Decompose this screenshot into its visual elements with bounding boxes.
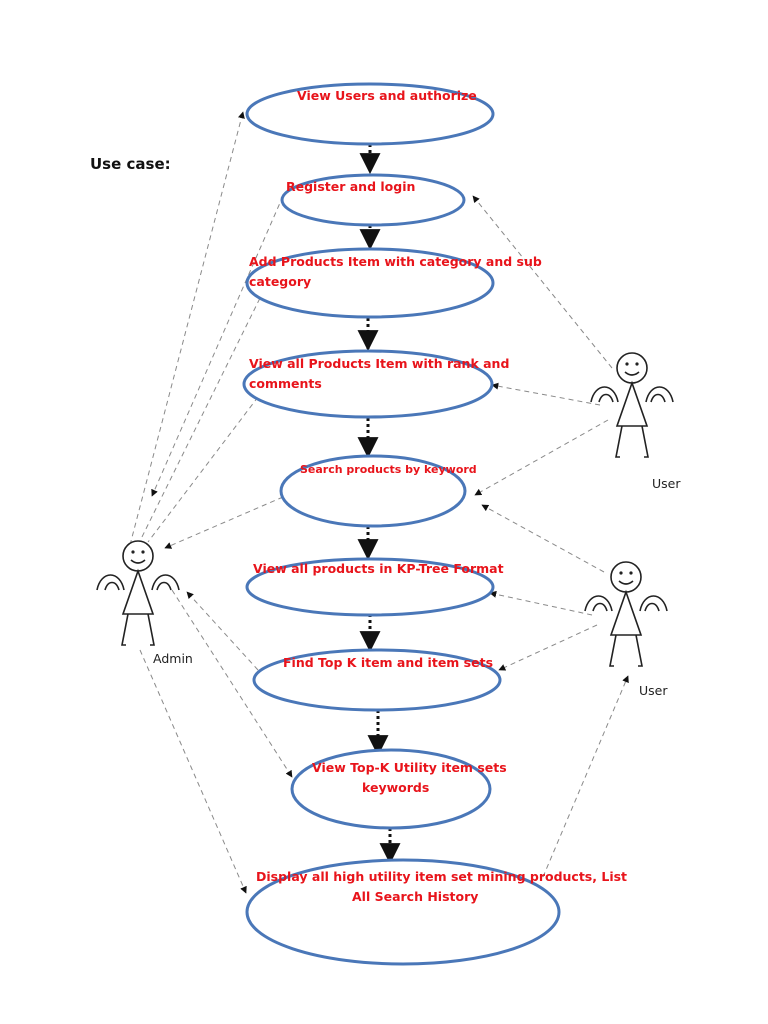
assoc-admin-uc9 — [139, 649, 247, 894]
use-cases: View Users and authorize Register and lo… — [242, 82, 627, 966]
assoc-user1-uc4 — [491, 382, 601, 406]
use-case-label: View all Products Item with rank and — [249, 356, 509, 371]
use-case-label: All Search History — [352, 889, 478, 904]
use-case-uc6[interactable]: View all products in KP-Tree Format — [245, 557, 504, 617]
actor-head — [616, 352, 648, 384]
page-heading: Use case: — [90, 155, 171, 173]
use-case-uc9[interactable]: Display all high utility item set mining… — [245, 858, 627, 966]
assoc-uc5-admin — [164, 496, 284, 549]
use-case-label: View Users and authorize — [297, 88, 477, 103]
assoc-user2-uc6 — [489, 590, 593, 616]
use-case-uc8[interactable]: View Top-K Utility item sets keywords — [290, 748, 507, 830]
assoc-admin-uc7 — [186, 591, 259, 671]
use-case-label: category — [249, 274, 311, 289]
actor-user-bottom[interactable]: User — [584, 561, 668, 698]
use-case-label: Register and login — [286, 179, 415, 194]
use-case-uc4[interactable]: View all Products Item with rank and com… — [242, 349, 509, 419]
use-case-uc2[interactable]: Register and login — [280, 173, 466, 227]
association-lines — [129, 111, 629, 894]
actor-label-user-top: User — [652, 476, 681, 491]
flow-arrows — [357, 144, 401, 865]
use-case-label: keywords — [362, 780, 429, 795]
actor-label-user-bottom: User — [639, 683, 668, 698]
assoc-admin-uc1 — [129, 111, 245, 546]
use-case-label: Search products by keyword — [300, 463, 477, 476]
actor-admin[interactable]: Admin — [96, 540, 193, 666]
actor-label-admin: Admin — [153, 651, 193, 666]
use-case-label: comments — [249, 376, 322, 391]
use-case-uc5[interactable]: Search products by keyword — [279, 454, 477, 528]
assoc-user1-uc5 — [474, 419, 609, 496]
use-case-label: Find Top K item and item sets — [283, 655, 493, 670]
assoc-uc2-admin — [151, 195, 284, 497]
assoc-admin-uc3 — [137, 291, 264, 546]
actor-head — [122, 540, 154, 572]
assoc-admin-uc8 — [171, 589, 293, 778]
use-case-uc7[interactable]: Find Top K item and item sets — [252, 648, 502, 712]
use-case-label: View Top-K Utility item sets — [312, 760, 507, 775]
use-case-label: Add Products Item with category and sub — [249, 254, 542, 269]
use-case-uc3[interactable]: Add Products Item with category and sub … — [245, 247, 542, 319]
assoc-uc9-user2 — [542, 675, 629, 878]
use-case-label: View all products in KP-Tree Format — [253, 561, 504, 576]
actor-user-top[interactable]: User — [590, 352, 681, 491]
assoc-user2-uc7 — [498, 624, 598, 671]
assoc-user1-uc2 — [472, 195, 613, 369]
assoc-uc4-admin — [147, 396, 259, 543]
use-case-uc1[interactable]: View Users and authorize — [245, 82, 495, 146]
actor-head — [610, 561, 642, 593]
use-case-label: Display all high utility item set mining… — [256, 869, 627, 884]
